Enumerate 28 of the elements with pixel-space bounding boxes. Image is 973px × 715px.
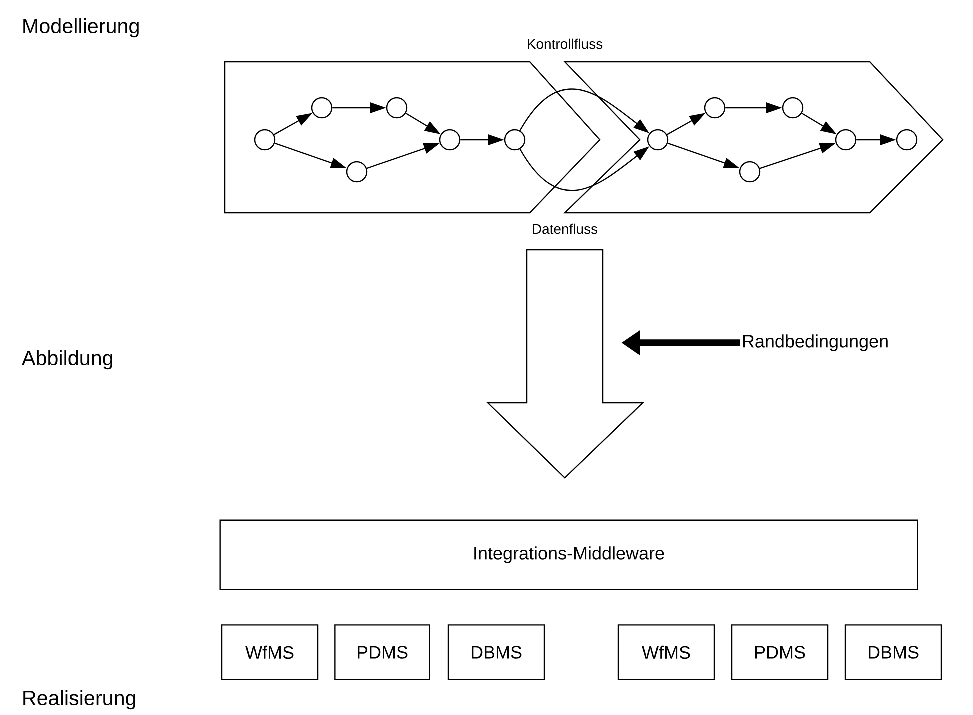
step-circle [739, 161, 761, 183]
stage-label: Realisierung [24, 690, 136, 710]
constraint-label: Randbedingungen [743, 334, 888, 352]
step-circle [896, 129, 918, 151]
middleware-box: Integrations-Middleware [220, 520, 918, 590]
step-circle [386, 97, 408, 119]
system-box: DBMS [448, 624, 546, 680]
system-box: DBMS [844, 624, 942, 680]
step-circle [835, 129, 857, 151]
stage-label: Modellierung [24, 18, 139, 38]
step-circle [704, 97, 726, 119]
step-circle [647, 129, 669, 151]
step-circle [439, 129, 461, 151]
step-circle [346, 161, 368, 183]
system-box: WfMS [221, 624, 319, 680]
system-box: WfMS [618, 624, 716, 680]
edge-label: Kontrollfluss [526, 38, 604, 50]
block-arrow [486, 249, 644, 479]
system-box: PDMS [731, 624, 829, 680]
process-chevron [564, 61, 944, 214]
step-circle [504, 129, 526, 151]
stage-label: Abbildung [22, 350, 113, 370]
edge-label: Datenfluss [530, 222, 600, 236]
step-circle [311, 97, 333, 119]
process-chevron [224, 61, 601, 214]
step-circle [254, 129, 276, 151]
step-circle [782, 97, 804, 119]
system-box: PDMS [334, 624, 430, 680]
